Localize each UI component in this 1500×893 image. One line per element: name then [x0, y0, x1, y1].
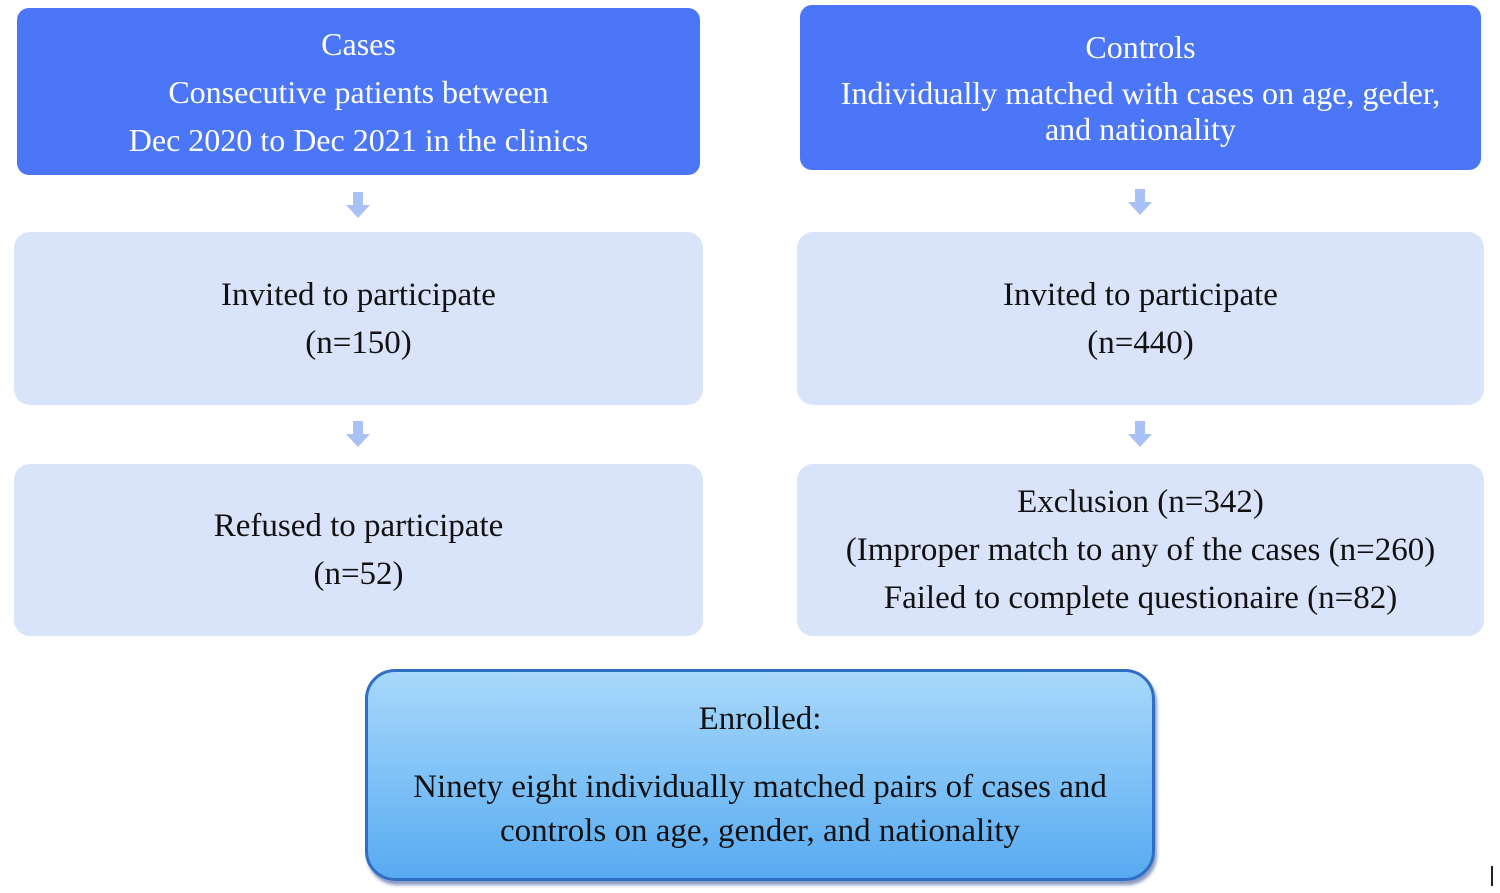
controls-invited-count: (n=440): [1087, 324, 1194, 361]
controls-arrow-down-2-icon: [1127, 421, 1153, 447]
enrolled-description-line1: Ninety eight individually matched pairs …: [413, 769, 1107, 805]
cases-refused-count: (n=52): [313, 556, 404, 592]
enrolled-title: Enrolled:: [698, 701, 822, 737]
controls-title: Controls: [1085, 28, 1196, 65]
enrolled-box: Enrolled: Ninety eight individually matc…: [365, 669, 1155, 881]
cases-description-line1: Consecutive patients between: [168, 73, 549, 110]
cases-invited-count: (n=150): [305, 324, 412, 361]
controls-exclusion-reason1: (Improper match to any of the cases (n=2…: [845, 532, 1436, 568]
controls-exclusion-reason2: Failed to complete questionaire (n=82): [883, 580, 1398, 616]
cases-arrow-down-2-icon: [345, 421, 371, 447]
controls-invited-label: Invited to participate: [1003, 276, 1278, 313]
enrolled-description-line2: controls on age, gender, and nationality: [499, 813, 1021, 849]
controls-exclusion-title: Exclusion (n=342): [1017, 484, 1264, 520]
edge-divider: [1491, 866, 1493, 886]
controls-invited-box: Invited to participate (n=440): [797, 232, 1484, 405]
cases-description-line2: Dec 2020 to Dec 2021 in the clinics: [128, 121, 589, 158]
controls-description-line2: and nationality: [1044, 110, 1237, 147]
cases-title: Cases: [321, 25, 396, 62]
cases-refused-label: Refused to participate: [213, 508, 504, 544]
controls-description-line1: Individually matched with cases on age, …: [840, 74, 1441, 111]
cases-arrow-down-1-icon: [345, 192, 371, 218]
controls-exclusion-box: Exclusion (n=342) (Improper match to any…: [797, 464, 1484, 636]
cases-header-box: Cases Consecutive patients between Dec 2…: [17, 8, 700, 175]
controls-arrow-down-1-icon: [1127, 189, 1153, 215]
controls-header-box: Controls Individually matched with cases…: [800, 5, 1481, 170]
cases-invited-box: Invited to participate (n=150): [14, 232, 703, 405]
cases-refused-box: Refused to participate (n=52): [14, 464, 703, 636]
cases-invited-label: Invited to participate: [221, 276, 496, 313]
